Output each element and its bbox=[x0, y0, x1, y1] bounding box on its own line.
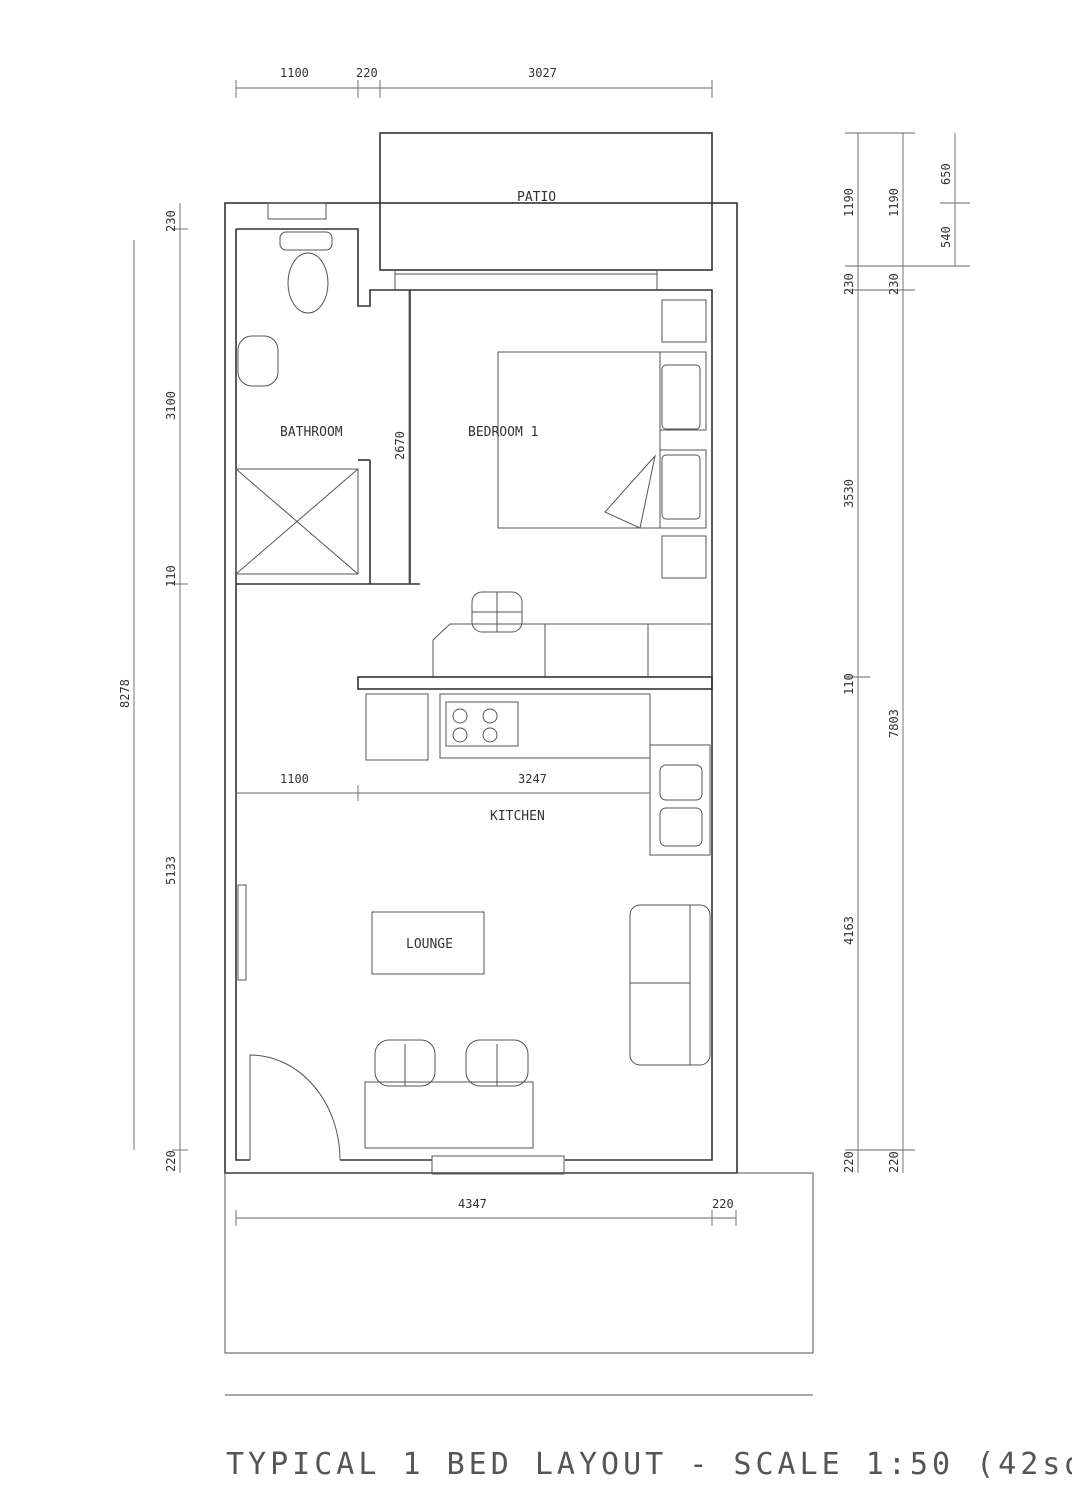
toilet-cistern bbox=[279, 231, 333, 251]
tv-unit bbox=[237, 884, 247, 981]
dim-left-110: 110 bbox=[164, 565, 178, 587]
bed bbox=[497, 351, 661, 529]
plan-title: TYPICAL 1 BED LAYOUT - SCALE 1:50 (42sqm… bbox=[226, 1447, 1072, 1482]
bedroom-label: BEDROOM 1 bbox=[468, 425, 538, 440]
lounge-window bbox=[431, 1155, 565, 1175]
kitchen: KITCHEN bbox=[365, 693, 711, 856]
desk bbox=[357, 591, 713, 690]
dim-right-220a: 220 bbox=[842, 1151, 856, 1173]
dim-left-5133: 5133 bbox=[164, 856, 178, 885]
sink-bowl-2 bbox=[659, 807, 703, 847]
sink-unit bbox=[649, 744, 711, 856]
dim-right-540: 540 bbox=[939, 226, 953, 248]
dim-left-220: 220 bbox=[164, 1150, 178, 1172]
shower bbox=[235, 468, 359, 575]
bathroom-window bbox=[267, 202, 327, 220]
exterior-walls bbox=[224, 202, 738, 1174]
lounge: LOUNGE bbox=[237, 884, 711, 1175]
dim-left-8278: 8278 bbox=[118, 679, 132, 708]
dim-left-3100: 3100 bbox=[164, 391, 178, 420]
dim-right-220b: 220 bbox=[887, 1151, 901, 1173]
dim-top-3027: 3027 bbox=[528, 66, 557, 80]
sofa bbox=[629, 904, 711, 1066]
patio-label: PATIO bbox=[517, 190, 556, 205]
dimension-lines bbox=[133, 80, 970, 1226]
balcony bbox=[224, 1172, 814, 1396]
dim-kitchen-3247: 3247 bbox=[518, 772, 547, 786]
bathroom-label: BATHROOM bbox=[280, 425, 343, 440]
bedroom: BEDROOM 1 bbox=[409, 290, 707, 584]
bedside-unit-top bbox=[659, 351, 707, 431]
dim-right-110: 110 bbox=[842, 673, 856, 695]
bed-sheet-fold bbox=[604, 454, 656, 529]
dim-right-230b: 230 bbox=[887, 273, 901, 295]
cooktop bbox=[445, 701, 519, 747]
basin bbox=[237, 335, 279, 387]
entry-door bbox=[249, 1054, 341, 1161]
patio: PATIO bbox=[379, 132, 713, 290]
dim-right-7803: 7803 bbox=[887, 709, 901, 738]
kitchen-bench bbox=[439, 693, 651, 759]
dim-left-230: 230 bbox=[164, 210, 178, 232]
dim-right-4163: 4163 bbox=[842, 916, 856, 945]
coffee-table bbox=[371, 911, 485, 975]
dining-table bbox=[364, 1081, 534, 1149]
dim-top-1100: 1100 bbox=[280, 66, 309, 80]
dim-right-650: 650 bbox=[939, 163, 953, 185]
dim-bottom-4347: 4347 bbox=[458, 1197, 487, 1211]
dim-right-3530: 3530 bbox=[842, 479, 856, 508]
dim-bedroom-2670: 2670 bbox=[393, 431, 407, 460]
fridge bbox=[365, 693, 429, 761]
dim-top-220: 220 bbox=[356, 66, 378, 80]
dim-right-230a: 230 bbox=[842, 273, 856, 295]
dim-right-1190a: 1190 bbox=[842, 188, 856, 217]
kitchen-counter-top bbox=[357, 676, 713, 690]
sink-bowl-1 bbox=[659, 764, 703, 801]
kitchen-label: KITCHEN bbox=[490, 809, 545, 824]
dimension-labels: 1100 220 3027 1100 3247 4347 220 230 310… bbox=[118, 66, 953, 1211]
dim-bottom-220: 220 bbox=[712, 1197, 734, 1211]
dim-kitchen-1100: 1100 bbox=[280, 772, 309, 786]
toilet-bowl bbox=[287, 252, 329, 314]
bedside-unit-bottom bbox=[659, 449, 707, 529]
dim-right-1190b: 1190 bbox=[887, 188, 901, 217]
bathroom: BATHROOM bbox=[235, 202, 420, 585]
lounge-label: LOUNGE bbox=[406, 937, 453, 952]
